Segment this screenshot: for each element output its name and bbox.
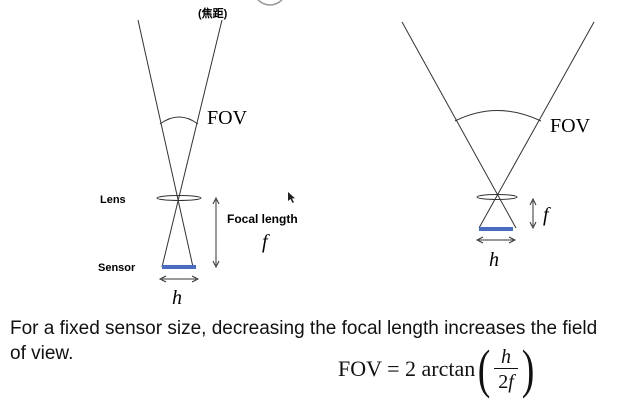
left-h-label: h (172, 287, 182, 309)
cropped-title-fragment (257, 0, 283, 6)
right-lens (476, 194, 518, 200)
mouse-cursor-icon (288, 192, 295, 203)
right-h-arrow (475, 236, 517, 244)
right-ray-2 (478, 21, 595, 229)
right-focal-arrow (529, 197, 537, 230)
left-lens-label: Lens (100, 194, 126, 206)
left-f-label: f (262, 231, 270, 253)
focal-length-label: Focal length (227, 212, 298, 226)
left-fov-arc (159, 116, 199, 125)
left-sensor-label: Sensor (98, 262, 136, 274)
formula-numerator: h (501, 345, 512, 368)
fov-formula: FOV = 2 arctan ( h 2f ) (338, 342, 537, 396)
right-fov-arc (454, 110, 542, 122)
right-f-label: f (543, 204, 551, 226)
right-paren: ) (521, 339, 535, 399)
left-ray-1 (137, 19, 194, 268)
formula-denominator-coef: 2 (498, 370, 509, 393)
right-h-label: h (489, 249, 499, 271)
left-h-arrow (158, 275, 200, 283)
right-diagram: FOV f h (401, 21, 595, 271)
left-paren: ( (477, 339, 491, 399)
formula-denominator-var: f (508, 370, 514, 393)
top-note: (焦距) (198, 6, 228, 20)
formula-denominator: 2f (494, 367, 518, 393)
left-ray-2 (161, 19, 223, 268)
formula-lhs: FOV = 2 arctan (338, 356, 476, 381)
left-diagram: FOV Lens Sensor Focal length f h (98, 19, 298, 309)
left-fov-label: FOV (207, 107, 248, 129)
formula-fraction: h 2f (494, 346, 518, 393)
left-lens (156, 195, 202, 201)
right-ray-1 (401, 21, 517, 229)
caption-text: For a fixed sensor size, decreasing the … (10, 318, 598, 364)
right-fov-label: FOV (550, 115, 591, 137)
left-focal-arrow (212, 196, 220, 269)
